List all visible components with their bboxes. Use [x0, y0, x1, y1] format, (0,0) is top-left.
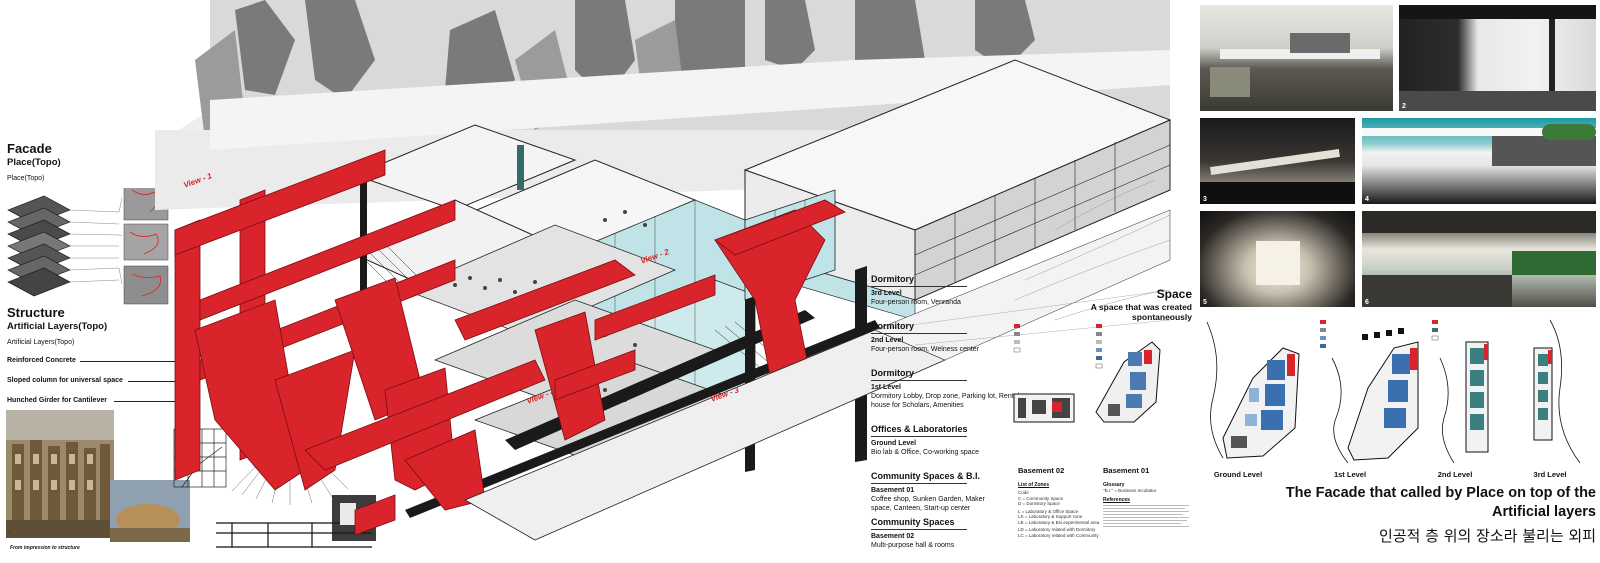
photo-2: 2 [1399, 5, 1596, 111]
photo-6: 6 [1362, 211, 1596, 307]
level-title: Community Spaces [871, 517, 955, 527]
label-hunched-girder: Hunched Girder for Cantilever [7, 397, 107, 404]
photo-number: 5 [1203, 299, 1207, 306]
level-rule [871, 529, 967, 530]
leader-line-3 [114, 401, 200, 402]
structure-title: Structure [7, 305, 65, 320]
level-title: Dormitory [871, 368, 915, 378]
level-desc: Dormitory Lobby, Drop zone, Parking lot,… [871, 393, 1020, 409]
references-title: References [1103, 496, 1130, 503]
photo-1 [1200, 5, 1393, 111]
level-title: Dormitory [871, 274, 915, 284]
photo-number: 2 [1402, 103, 1406, 110]
level-offices: Offices & Laboratories Ground Level Bio … [871, 424, 1071, 457]
zone-item: C = Community Space [1018, 495, 1064, 501]
second-level-plan [1431, 320, 1489, 464]
level-rule [871, 380, 967, 381]
label-1st-level: 1st Level [1333, 470, 1367, 479]
caption-impression: From impression to structure [10, 545, 80, 551]
photo-5: 5 [1200, 211, 1355, 307]
ground-level-plan [1206, 321, 1300, 459]
painting-caption-left: ▪ [8, 530, 10, 535]
level-sub: Basement 02 [871, 533, 915, 540]
label-sloped-column: Sloped column for universal space [7, 377, 123, 384]
photo-number: 3 [1203, 196, 1207, 203]
level-rule [871, 333, 967, 334]
level-desc: Bio lab & Office, Co-working space [871, 449, 980, 456]
axonometric-drawing [155, 0, 1172, 541]
level-sub: Ground Level [871, 440, 917, 447]
photo-4: 4 [1362, 118, 1596, 204]
level-rule [871, 483, 967, 484]
photo-3: 3 [1200, 118, 1355, 204]
label-reinforced-concrete: Reinforced Concrete [7, 357, 76, 364]
label-basement-01: Basement 01 [1103, 466, 1150, 475]
structure-small: Artificial Layers(Topo) [7, 339, 75, 346]
glossary: Glossary "B.I." = Business Incubator Ref… [1103, 482, 1191, 529]
label-ground-level: Ground Level [1213, 470, 1263, 479]
level-sub: 2nd Level [871, 337, 904, 344]
zone-item: LS = Laboratory & Support zone [1018, 514, 1083, 519]
topo-layer-stack [7, 188, 169, 305]
glossary-title: Glossary [1103, 482, 1125, 488]
first-level-plan [1320, 320, 1419, 464]
level-sub: Basement 01 [871, 487, 915, 494]
level-rule [871, 436, 967, 437]
legend-panel: Facade Place(Topo) Place(Topo) Structure… [0, 0, 200, 563]
references-lines [1103, 504, 1191, 527]
basement-01-plan [1095, 324, 1161, 423]
level-desc: Four-person room, Welness center [871, 346, 980, 353]
structure-subtitle: Artificial Layers(Topo) [7, 321, 108, 332]
bottom-title: The Facade that called by Place on top o… [1285, 485, 1596, 520]
level-title: Dormitory [871, 321, 915, 331]
zone-item: LC = Laboratory related with Community [1018, 532, 1099, 538]
facade-small: Place(Topo) [7, 175, 45, 182]
facade-subtitle: Place(Topo) [7, 157, 61, 168]
zone-item: D = Dormitory Space [1018, 501, 1060, 506]
level-sub: 3rd Level [871, 290, 902, 297]
level-desc: Multi-purpose hall & rooms [871, 542, 955, 549]
level-desc: Four-person room, Venranda [871, 299, 961, 306]
level-desc: Coffee shop, Sunken Garden, Maker space,… [871, 496, 985, 512]
level-sub: 1st Level [871, 384, 901, 391]
leader-line-1 [80, 361, 200, 362]
label-basement-02: Basement 02 [1018, 466, 1065, 475]
level-dormitory-2: Dormitory 2nd Level Four-person room, We… [871, 321, 1071, 354]
glossary-item: "B.I." = Business Incubator [1103, 488, 1157, 493]
level-community-bi: Community Spaces & B.I. Basement 01 Coff… [871, 471, 996, 513]
third-level-plan [1533, 319, 1581, 464]
label-3rd-level: 3rd Level [1533, 470, 1567, 479]
space-desc: A space that was created spontaneously [1090, 302, 1192, 322]
level-title: Offices & Laboratories [871, 424, 968, 434]
level-dormitory-3: Dormitory 3rd Level Four-person room, Ve… [871, 274, 1071, 307]
label-2nd-level: 2nd Level [1437, 470, 1473, 479]
axonometric-section [155, 0, 1175, 550]
zones-code-label: Code [1018, 490, 1029, 495]
space-title: Space [1156, 287, 1192, 301]
level-title: Community Spaces & B.I. [871, 471, 981, 481]
bottom-korean-title: 인공적 층 위의 장소라 불리는 외피 [1378, 527, 1596, 545]
facade-title: Facade [7, 141, 52, 156]
colosseum-paintings [6, 410, 190, 542]
zones-title: List of Zones [1018, 482, 1050, 488]
level-dormitory-1: Dormitory 1st Level Dormitory Lobby, Dro… [871, 368, 1026, 410]
level-community: Community Spaces Basement 02 Multi-purpo… [871, 517, 1071, 550]
basement-02-plan [1013, 324, 1075, 423]
photo-number: 6 [1365, 299, 1369, 306]
zones-list: List of Zones Code C = Community Space D… [1018, 482, 1103, 538]
zone-item: L = Laboratory & Office Space [1018, 508, 1079, 514]
leader-line-2 [128, 381, 200, 382]
zone-item: LD = Laboratory related with Dormitory [1018, 527, 1096, 532]
photo-number: 4 [1365, 196, 1369, 203]
level-rule [871, 286, 967, 287]
zone-item: LB = Laboratory & Bio experimental area [1018, 519, 1100, 525]
